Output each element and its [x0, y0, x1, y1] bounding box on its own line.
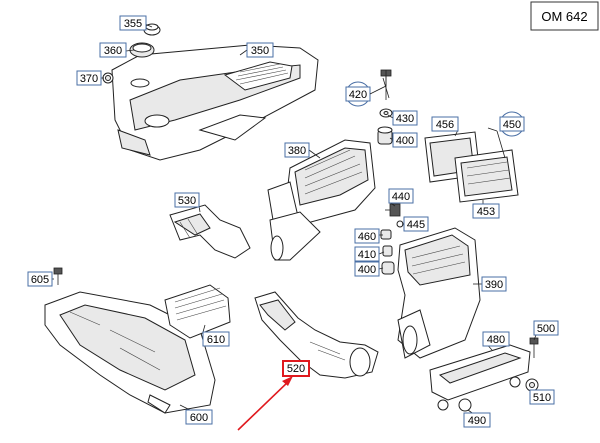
callout-380-text: 380 — [288, 145, 306, 157]
bushing-410-part — [382, 245, 393, 257]
callout-530-text: 530 — [178, 195, 196, 207]
bracket-part — [429, 344, 531, 412]
rubber-mount-part — [377, 126, 393, 145]
callout-450[interactable]: 450 — [499, 111, 525, 137]
sound-pad-part — [164, 284, 231, 339]
rubber-mount-400-part — [381, 261, 395, 275]
highlight-arrow — [237, 376, 293, 431]
callout-460[interactable]: 460 — [354, 228, 380, 244]
callout-410[interactable]: 410 — [354, 246, 380, 262]
callout-400-bottom[interactable]: 400 — [354, 261, 380, 277]
sensor-part — [385, 203, 401, 217]
callout-490-text: 490 — [468, 415, 486, 427]
air-duct-530-part — [169, 204, 251, 259]
callout-420-text: 420 — [349, 89, 367, 101]
engine-code-box: OM 642 — [530, 1, 599, 31]
callout-510[interactable]: 510 — [529, 389, 555, 405]
callout-445-text: 445 — [407, 219, 425, 231]
callout-605[interactable]: 605 — [27, 271, 53, 287]
callout-490[interactable]: 490 — [463, 412, 491, 428]
callout-390[interactable]: 390 — [481, 276, 507, 292]
callout-370[interactable]: 370 — [76, 70, 102, 86]
callout-350[interactable]: 350 — [246, 42, 274, 58]
callout-453-text: 453 — [477, 206, 495, 218]
engine-code-label: OM 642 — [541, 9, 587, 24]
filter-element-453-part — [454, 149, 519, 203]
callout-456[interactable]: 456 — [431, 116, 459, 132]
callout-453[interactable]: 453 — [472, 203, 500, 219]
callout-480-text: 480 — [487, 334, 505, 346]
callout-360-text: 360 — [104, 45, 122, 57]
callout-410-text: 410 — [358, 249, 376, 261]
bolt-500-part — [529, 337, 539, 358]
callout-510-text: 510 — [533, 392, 551, 404]
callout-390-text: 390 — [485, 279, 503, 291]
callout-380[interactable]: 380 — [284, 142, 310, 158]
clip-605-part — [53, 267, 63, 285]
callout-450-text: 450 — [503, 119, 521, 131]
callout-440-text: 440 — [392, 191, 410, 203]
callout-605-text: 605 — [31, 274, 49, 286]
intake-duct-520-part — [254, 291, 379, 379]
callout-600[interactable]: 600 — [185, 409, 213, 425]
callout-460-text: 460 — [358, 231, 376, 243]
callout-430[interactable]: 430 — [392, 110, 418, 126]
callout-360[interactable]: 360 — [99, 42, 127, 58]
engine-cover-part — [111, 44, 319, 161]
callout-520-text: 520 — [287, 363, 305, 375]
callout-610[interactable]: 610 — [202, 331, 230, 347]
callout-400-bottom-text: 400 — [358, 264, 376, 276]
nut-510-part — [525, 378, 539, 392]
grommet-460-part — [380, 229, 392, 240]
callout-445[interactable]: 445 — [403, 216, 429, 232]
callout-400-top[interactable]: 400 — [392, 132, 418, 148]
callout-530[interactable]: 530 — [174, 192, 200, 208]
callout-355[interactable]: 355 — [119, 15, 147, 31]
seal-ring-part — [129, 42, 155, 58]
grommet-part — [102, 72, 114, 84]
callout-440[interactable]: 440 — [388, 188, 414, 204]
callout-456-text: 456 — [436, 119, 454, 131]
callout-500-text: 500 — [537, 323, 555, 335]
washer-part — [379, 108, 393, 118]
callout-350-text: 350 — [251, 45, 269, 57]
callout-430-text: 430 — [396, 113, 414, 125]
callout-480[interactable]: 480 — [482, 331, 510, 347]
callout-600-text: 600 — [190, 412, 208, 424]
air-filter-housing-lower-part — [397, 227, 481, 359]
callout-400-top-text: 400 — [396, 135, 414, 147]
callout-355-text: 355 — [124, 18, 142, 30]
callout-520-highlighted[interactable]: 520 — [282, 360, 310, 377]
callout-370-text: 370 — [80, 73, 98, 85]
callout-500[interactable]: 500 — [533, 320, 559, 336]
air-filter-housing-upper-part — [267, 139, 376, 261]
callout-610-text: 610 — [207, 334, 225, 346]
callout-420[interactable]: 420 — [345, 81, 387, 107]
